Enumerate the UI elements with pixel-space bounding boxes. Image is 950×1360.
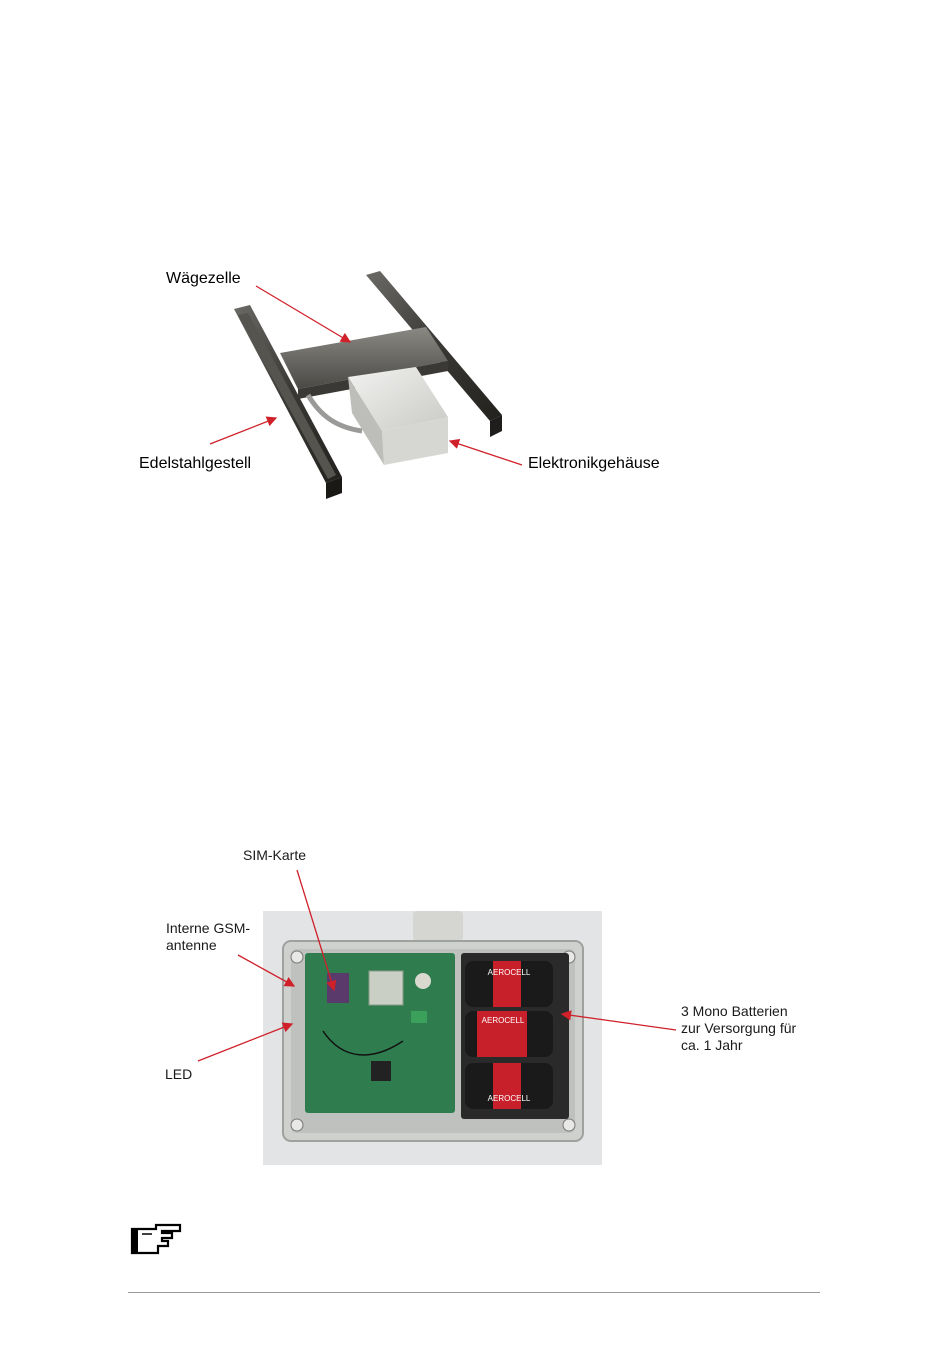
housing-interior-photo: AEROCELL AEROCELL AEROCELL <box>263 911 602 1165</box>
label-electronics-housing: Elektronikgehäuse <box>528 455 660 473</box>
battery-brand-bottom: AEROCELL <box>488 1094 531 1103</box>
label-batteries-line1: 3 Mono Batterien <box>681 1003 796 1020</box>
battery-brand-middle: AEROCELL <box>482 1016 525 1025</box>
label-load-cell: Wägezelle <box>166 270 241 288</box>
label-batteries-line3: ca. 1 Jahr <box>681 1037 796 1054</box>
label-sim-card: SIM-Karte <box>243 847 306 864</box>
label-steel-frame: Edelstahlgestell <box>139 455 251 473</box>
battery-brand-top: AEROCELL <box>488 968 531 977</box>
footer-divider <box>128 1292 820 1293</box>
housing-interior-illustration: AEROCELL AEROCELL AEROCELL <box>263 911 602 1165</box>
label-gsm-antenna: Interne GSM- antenne <box>166 920 250 954</box>
label-led: LED <box>165 1066 192 1083</box>
label-gsm-antenna-line1: Interne GSM- <box>166 920 250 937</box>
label-gsm-antenna-line2: antenne <box>166 937 250 954</box>
pointing-hand-icon <box>122 1219 184 1259</box>
label-batteries-line2: zur Versorgung für <box>681 1020 796 1037</box>
battery-middle: AEROCELL <box>465 1011 553 1057</box>
battery-top: AEROCELL <box>465 961 553 1007</box>
battery-bottom: AEROCELL <box>465 1063 553 1109</box>
label-batteries: 3 Mono Batterien zur Versorgung für ca. … <box>681 1003 796 1054</box>
